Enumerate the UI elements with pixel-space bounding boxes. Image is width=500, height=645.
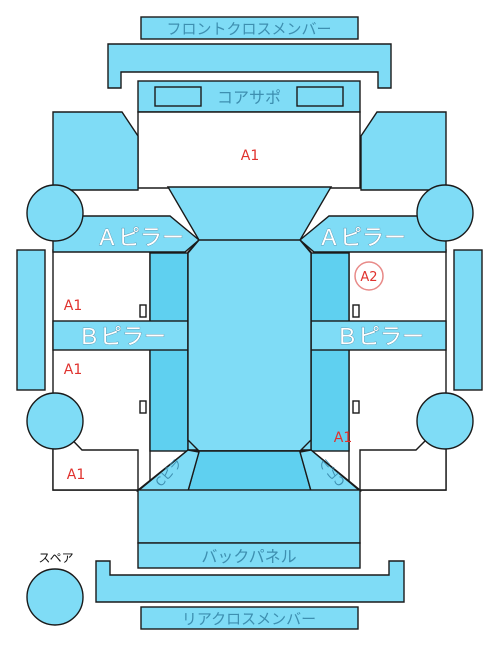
- b-pillar-left-label: Ｂピラー: [78, 325, 166, 350]
- wheel-front-right: [416, 184, 474, 242]
- damage-mark-left-front-door: A1: [64, 298, 82, 314]
- a-pillar-right-label: Ａピラー: [318, 226, 406, 251]
- front-cross-member: [140, 16, 359, 40]
- front-cross-member-label: フロントクロスメンバー: [166, 20, 331, 38]
- left-front-door-handle: [139, 304, 147, 318]
- a-pillar-left: [52, 215, 201, 253]
- left-rear-door-handle: [139, 400, 147, 414]
- core-support-right-opening: [296, 86, 344, 107]
- front-bumper-reinforcement: [107, 43, 392, 89]
- left-front-fender: [52, 111, 139, 191]
- right-rear-door-handle: [352, 400, 360, 414]
- damage-circle-right-front-door: [354, 261, 384, 291]
- b-pillar-right-label: Ｂピラー: [336, 325, 424, 350]
- damage-mark-hood: A1: [241, 148, 259, 164]
- left-rear-quarter: [52, 418, 139, 491]
- rear-bumper-reinforcement: [95, 560, 405, 603]
- a-pillar-left-label: Ａピラー: [96, 226, 184, 251]
- damage-mark-right-rear-quarter: A1: [334, 430, 352, 446]
- right-front-door-handle: [352, 304, 360, 318]
- right-front-fender: [360, 111, 447, 191]
- spare-label: スペア: [38, 551, 73, 565]
- rear-cross-member-label: リアクロスメンバー: [182, 610, 316, 628]
- wheel-rear-right: [416, 392, 474, 450]
- a-pillar-right: [298, 215, 447, 253]
- damage-mark-left-rear-door: A1: [64, 362, 82, 378]
- spare-tire: [26, 568, 84, 626]
- right-side-sill: [453, 249, 483, 391]
- trunk-lid: [137, 489, 361, 544]
- roof-panel: [187, 239, 312, 452]
- right-rear-quarter: [359, 418, 447, 491]
- left-door-inner-panel: [149, 252, 189, 452]
- wheel-rear-left: [26, 392, 84, 450]
- damage-mark-right-front-door: A2: [360, 270, 377, 285]
- damage-mark-left-rear-quarter: A1: [67, 467, 85, 483]
- left-side-sill: [16, 249, 46, 391]
- core-support-left-opening: [154, 86, 202, 107]
- back-panel-label: バックパネル: [201, 547, 296, 566]
- core-support-label: コアサポ: [217, 88, 281, 107]
- back-panel: [137, 542, 361, 569]
- wheel-front-left: [26, 184, 84, 242]
- rear-window: [187, 450, 312, 492]
- right-door-inner-panel: [310, 252, 350, 452]
- rear-cross-member: [140, 606, 359, 630]
